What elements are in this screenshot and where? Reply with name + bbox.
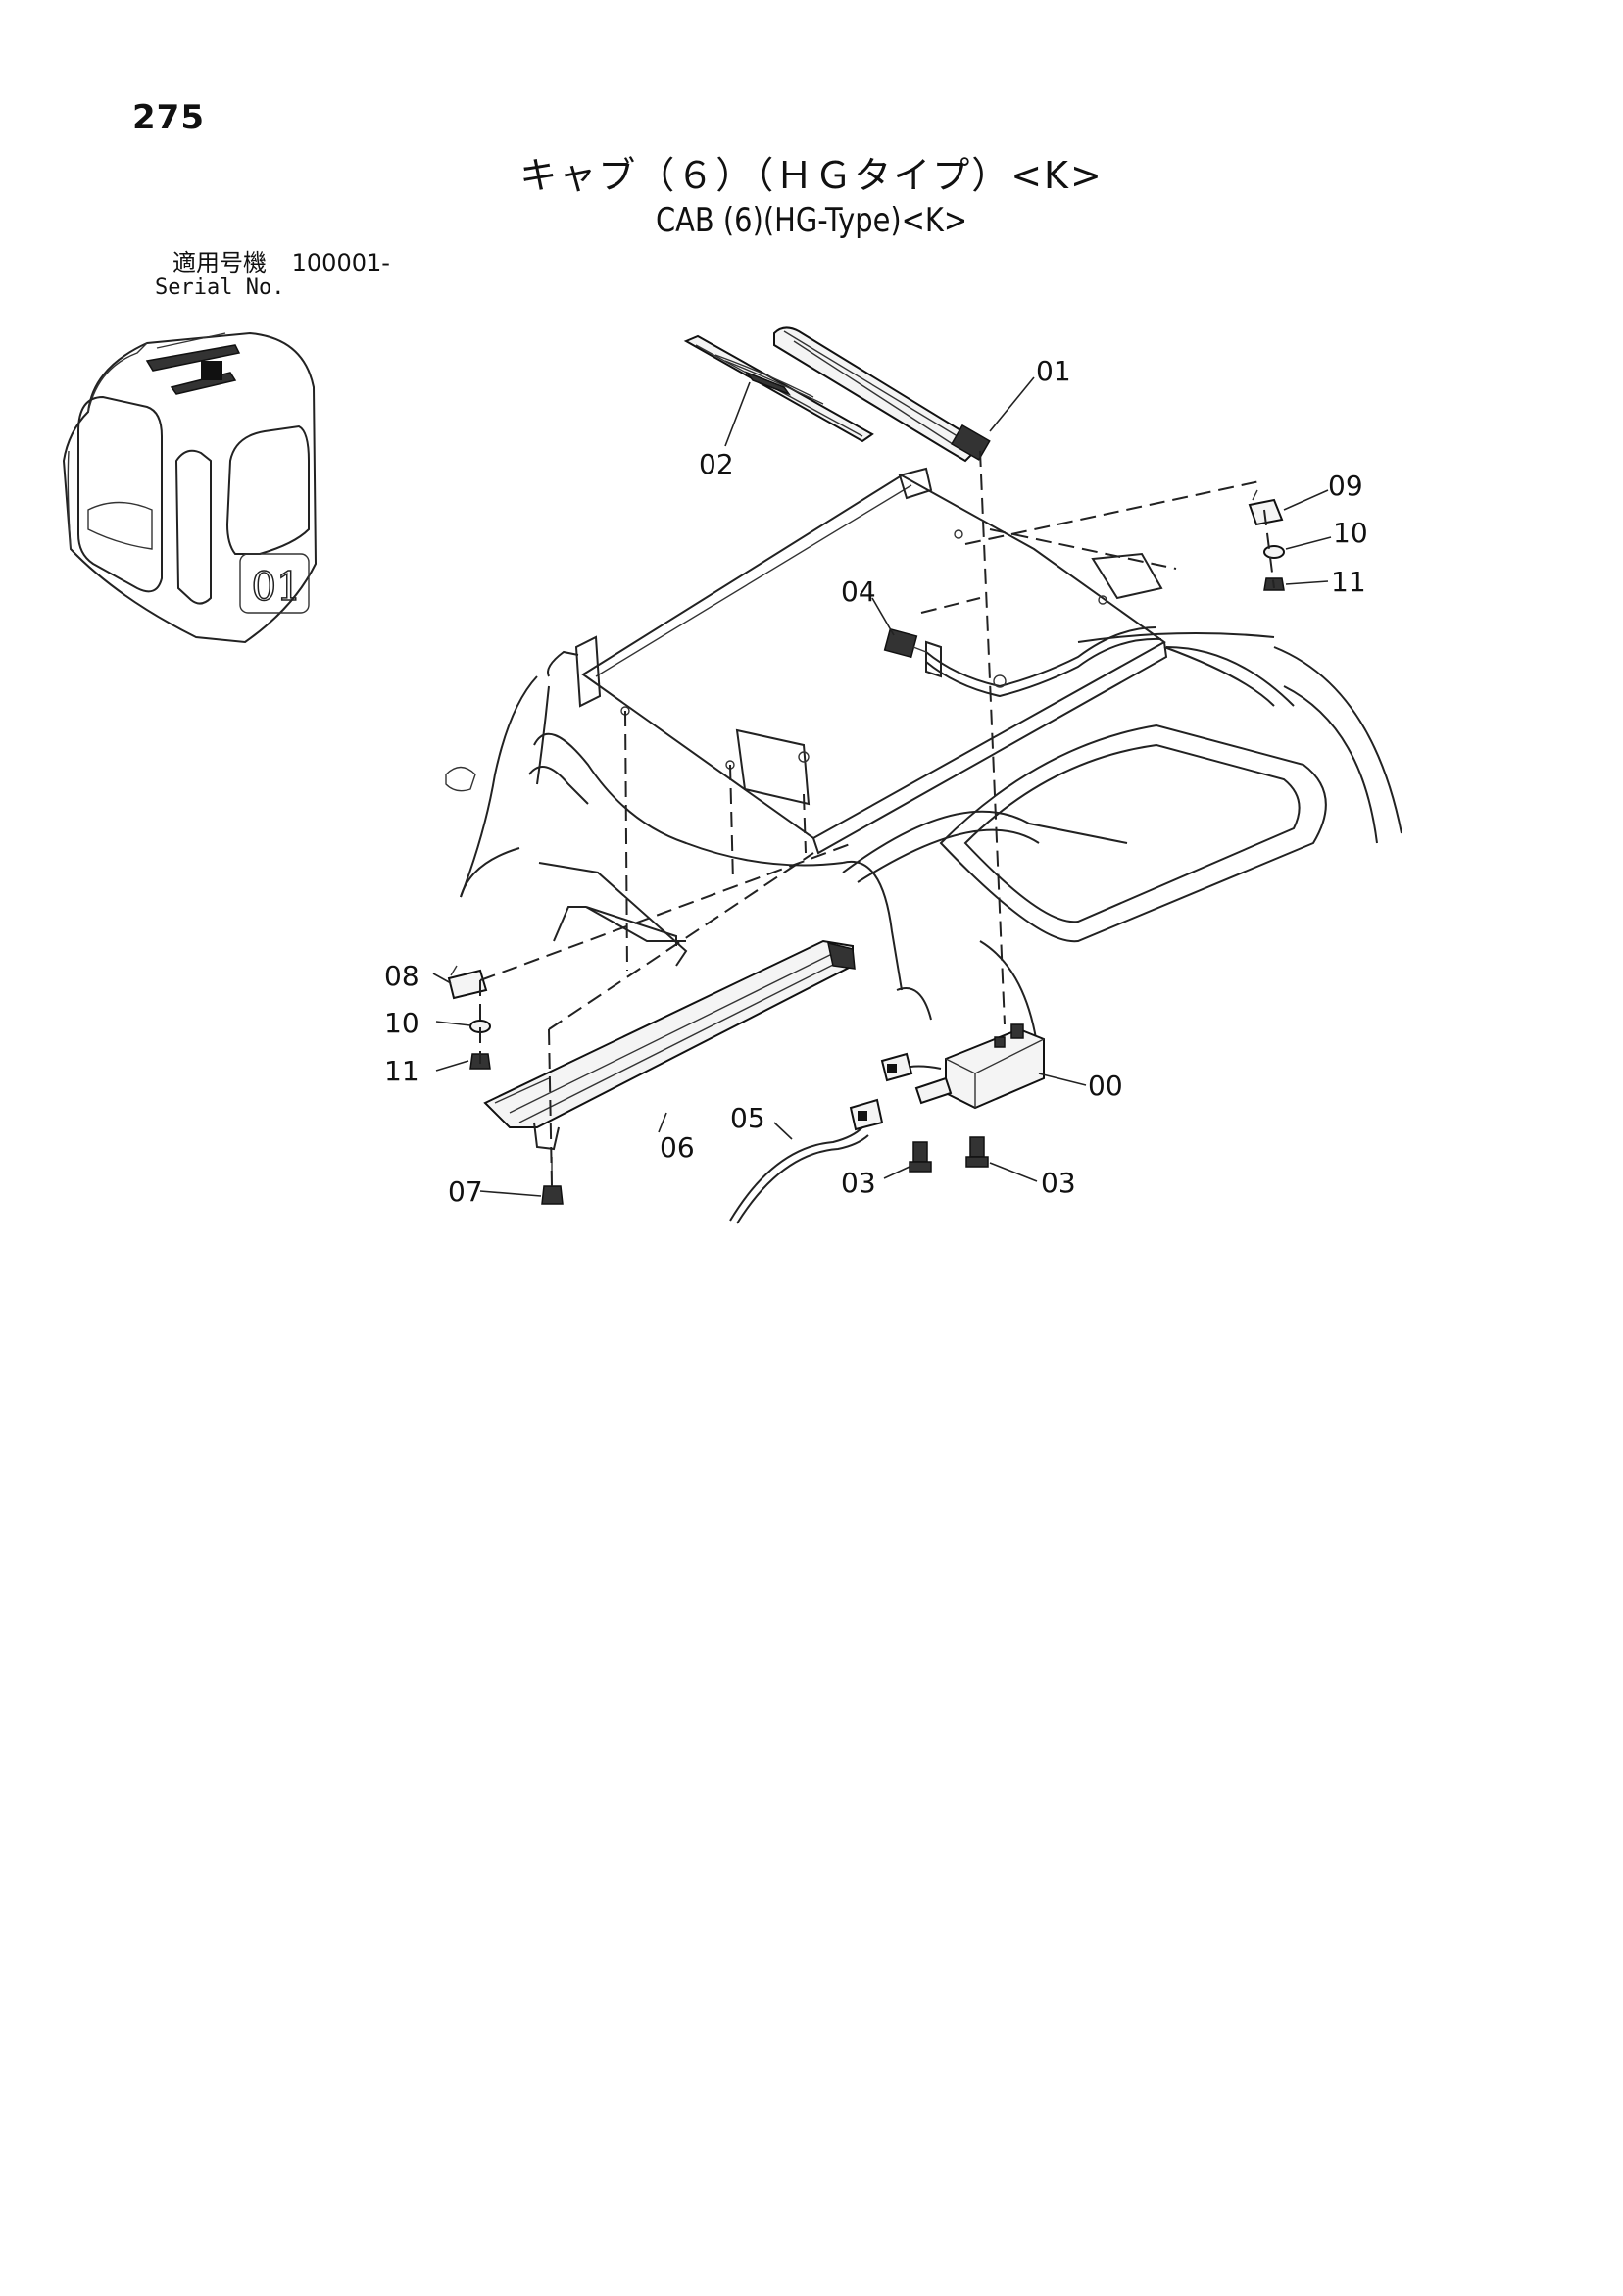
leader-lines <box>432 376 1332 1197</box>
title-japanese: キャブ（６）（ＨＧタイプ）<K> <box>519 154 1104 197</box>
callout-03-right: 03 <box>1041 1167 1076 1199</box>
callout-06: 06 <box>660 1131 695 1164</box>
screw-03-left <box>909 1141 932 1173</box>
wiper-arm-01 <box>773 326 991 463</box>
callout-08: 08 <box>384 960 419 992</box>
callout-11-right: 11 <box>1331 566 1366 598</box>
callout-09: 09 <box>1328 470 1363 502</box>
serial-number-block: 適用号機 100001- Serial No. <box>155 250 408 301</box>
serial-value: 100001- <box>291 249 390 276</box>
callout-07: 07 <box>448 1175 483 1208</box>
wiper-motor-00 <box>880 1023 1045 1110</box>
callout-03-left: 03 <box>841 1167 876 1199</box>
washer-10-right <box>1263 545 1285 559</box>
callout-05: 05 <box>730 1102 765 1134</box>
bracket-08-left <box>447 965 488 1000</box>
inset-cab-number: 01 <box>252 565 302 610</box>
sun-visor-06 <box>483 939 856 1151</box>
cab-inset-thumbnail: 01 <box>62 331 318 644</box>
callout-11-left: 11 <box>384 1055 419 1087</box>
cab-roof-outline <box>445 467 1402 1060</box>
callout-01: 01 <box>1036 355 1071 387</box>
callout-04: 04 <box>841 575 876 608</box>
wiper-blade-02 <box>683 334 874 443</box>
callout-02: 02 <box>699 448 734 480</box>
screw-03-right <box>965 1136 989 1168</box>
callout-10-left: 10 <box>384 1007 419 1039</box>
callout-00: 00 <box>1088 1070 1123 1102</box>
serial-label-jp: 適用号機 <box>172 249 267 276</box>
switch-04 <box>883 627 927 659</box>
wiring-cable-05 <box>729 1098 884 1224</box>
page-number: 275 <box>132 98 205 137</box>
assembly-dash-lines <box>479 450 1275 1187</box>
callout-10-right: 10 <box>1333 517 1368 549</box>
bracket-09-right <box>1248 489 1284 526</box>
callout-labels: 01 02 09 10 11 04 00 08 10 11 07 06 05 0… <box>384 355 1368 1208</box>
title-english: CAB (6)(HG-Type)<K> <box>655 201 968 240</box>
serial-label-en: Serial No. <box>155 275 285 300</box>
